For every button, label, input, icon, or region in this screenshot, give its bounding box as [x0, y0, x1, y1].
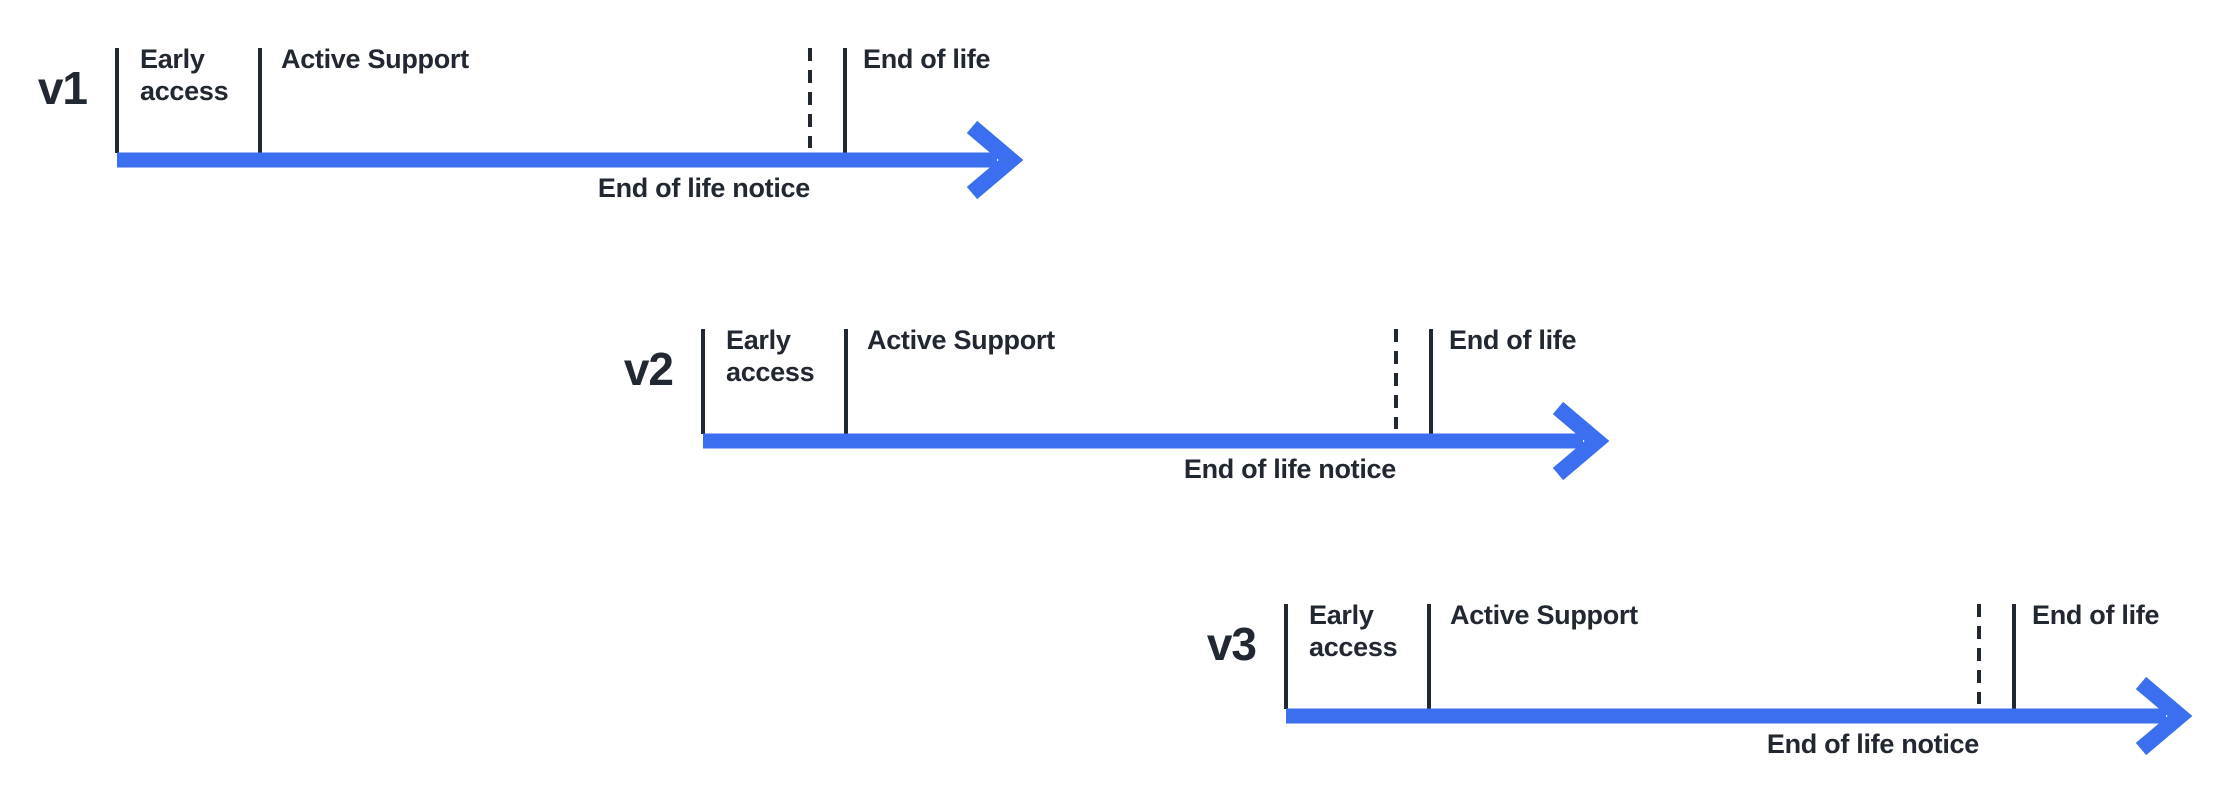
end-of-life-tick: [2012, 604, 2016, 709]
arrow-head-icon: [2135, 676, 2193, 756]
end-of-life-notice-label: End of life notice: [597, 173, 810, 203]
early-access-tick: [115, 48, 119, 153]
active-support-label: Active Support: [1450, 600, 1638, 630]
eol-notice-dashed-line: [808, 48, 812, 148]
end-of-life-notice-label: End of life notice: [1766, 729, 1979, 759]
end-of-life-notice-label: End of life notice: [1183, 454, 1396, 484]
early-access-label: Early access: [726, 325, 815, 387]
version-label: v3: [1206, 618, 1257, 670]
arrow-head-icon: [1552, 401, 1610, 481]
active-support-tick: [258, 48, 262, 153]
active-support-label: Active Support: [867, 325, 1055, 355]
arrow-head-icon: [966, 120, 1024, 200]
end-of-life-label: End of life: [1449, 325, 1577, 355]
timeline-v1: v1 Early access Active Support End of li…: [0, 44, 1060, 223]
eol-notice-dashed-line: [1977, 604, 1981, 704]
early-access-label: Early access: [140, 44, 229, 106]
version-label: v1: [37, 62, 88, 114]
active-support-tick: [844, 329, 848, 434]
eol-notice-dashed-line: [1394, 329, 1398, 429]
timeline-v2: v2 Early access Active Support End of li…: [586, 325, 1646, 504]
timeline-arrow: [117, 120, 1024, 200]
timeline-arrow: [703, 401, 1610, 481]
timeline-arrow: [1286, 676, 2193, 756]
version-label: v2: [623, 343, 674, 395]
end-of-life-tick: [843, 48, 847, 153]
early-access-label: Early access: [1309, 600, 1398, 662]
early-access-tick: [1284, 604, 1288, 709]
timeline-v3: v3 Early access Active Support End of li…: [1169, 600, 2228, 779]
active-support-tick: [1427, 604, 1431, 709]
end-of-life-label: End of life: [2032, 600, 2160, 630]
end-of-life-tick: [1429, 329, 1433, 434]
active-support-label: Active Support: [281, 44, 469, 74]
early-access-tick: [701, 329, 705, 434]
end-of-life-label: End of life: [863, 44, 991, 74]
